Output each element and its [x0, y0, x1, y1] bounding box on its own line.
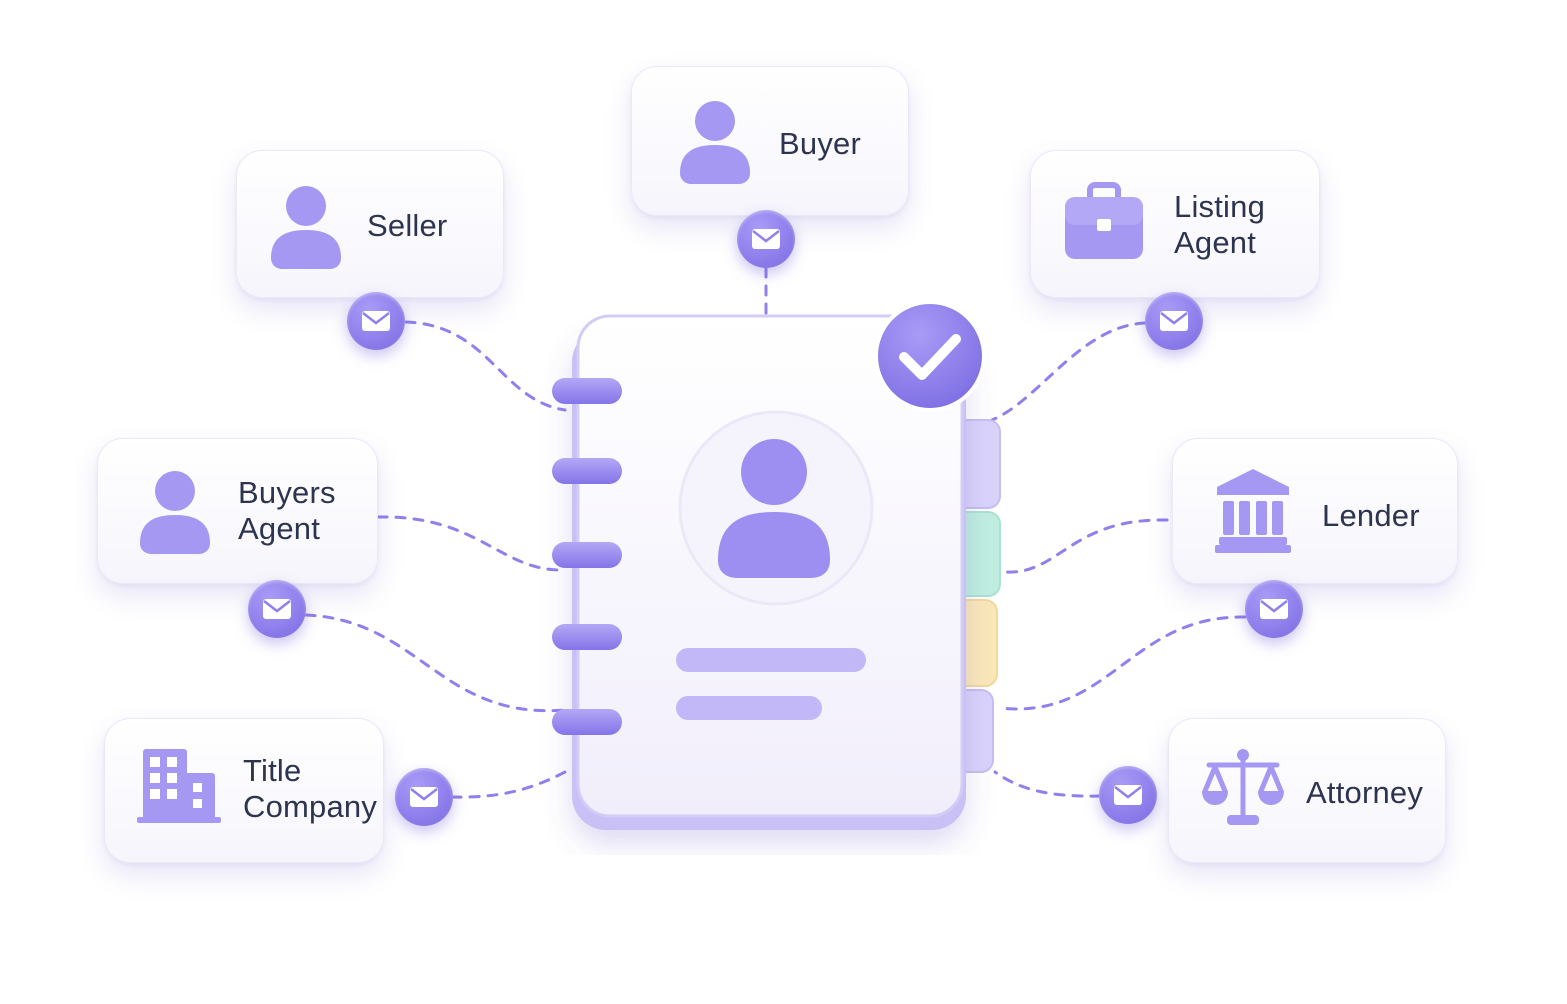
person-icon	[680, 101, 750, 184]
contact-label-title-company: Title Company	[243, 753, 378, 824]
contact-label-buyers-agent: Buyers Agent	[238, 475, 336, 546]
mail-button-seller[interactable]	[347, 292, 405, 350]
address-book-icon[interactable]	[530, 295, 1010, 855]
connector-lender	[1003, 518, 1169, 574]
person-icon	[271, 186, 341, 269]
envelope-icon	[410, 787, 438, 807]
envelope-icon	[752, 229, 780, 249]
mail-button-buyers-agent[interactable]	[248, 580, 306, 638]
connector-attorney	[993, 770, 1102, 798]
contact-card-title-company[interactable]: Title Company	[104, 718, 384, 863]
building-icon	[137, 749, 221, 823]
mail-button-attorney[interactable]	[1099, 766, 1157, 824]
envelope-icon	[1114, 785, 1142, 805]
contact-card-attorney[interactable]: Attorney	[1168, 718, 1446, 863]
contact-card-lender[interactable]: Lender	[1172, 438, 1458, 584]
check-icon	[874, 300, 986, 412]
binder-rings	[552, 378, 622, 735]
contact-label-buyer: Buyer	[779, 126, 861, 161]
mail-button-listing-agent[interactable]	[1145, 292, 1203, 350]
mail-button-title-company[interactable]	[395, 768, 453, 826]
connector-buyers-agent	[376, 515, 567, 572]
scales-icon	[1202, 749, 1284, 825]
person-icon	[140, 471, 210, 554]
contact-label-seller: Seller	[367, 208, 448, 243]
mail-button-lender[interactable]	[1245, 580, 1303, 638]
envelope-icon	[362, 311, 390, 331]
envelope-icon	[1260, 599, 1288, 619]
briefcase-icon	[1065, 182, 1143, 259]
mail-button-buyer[interactable]	[737, 210, 795, 268]
envelope-icon	[263, 599, 291, 619]
contact-card-buyers-agent[interactable]: Buyers Agent	[97, 438, 378, 584]
contact-label-attorney: Attorney	[1306, 775, 1424, 810]
profile-person-icon	[718, 439, 830, 578]
connector-listing-agent	[990, 321, 1147, 422]
connector-title-company	[450, 770, 567, 799]
contact-label-listing-agent: Listing Agent	[1174, 189, 1266, 260]
bank-icon	[1215, 469, 1291, 553]
connector-buyers-agent-mail	[304, 613, 567, 713]
contact-card-seller[interactable]: Seller	[236, 150, 504, 298]
connector-lender-mail	[998, 615, 1247, 711]
contact-card-listing-agent[interactable]: Listing Agent	[1030, 150, 1320, 298]
placeholder-line-1	[676, 648, 866, 672]
envelope-icon	[1160, 311, 1188, 331]
connector-seller	[404, 320, 567, 412]
contact-label-lender: Lender	[1322, 498, 1420, 533]
contact-card-buyer[interactable]: Buyer	[631, 66, 909, 216]
placeholder-line-2	[676, 696, 822, 720]
